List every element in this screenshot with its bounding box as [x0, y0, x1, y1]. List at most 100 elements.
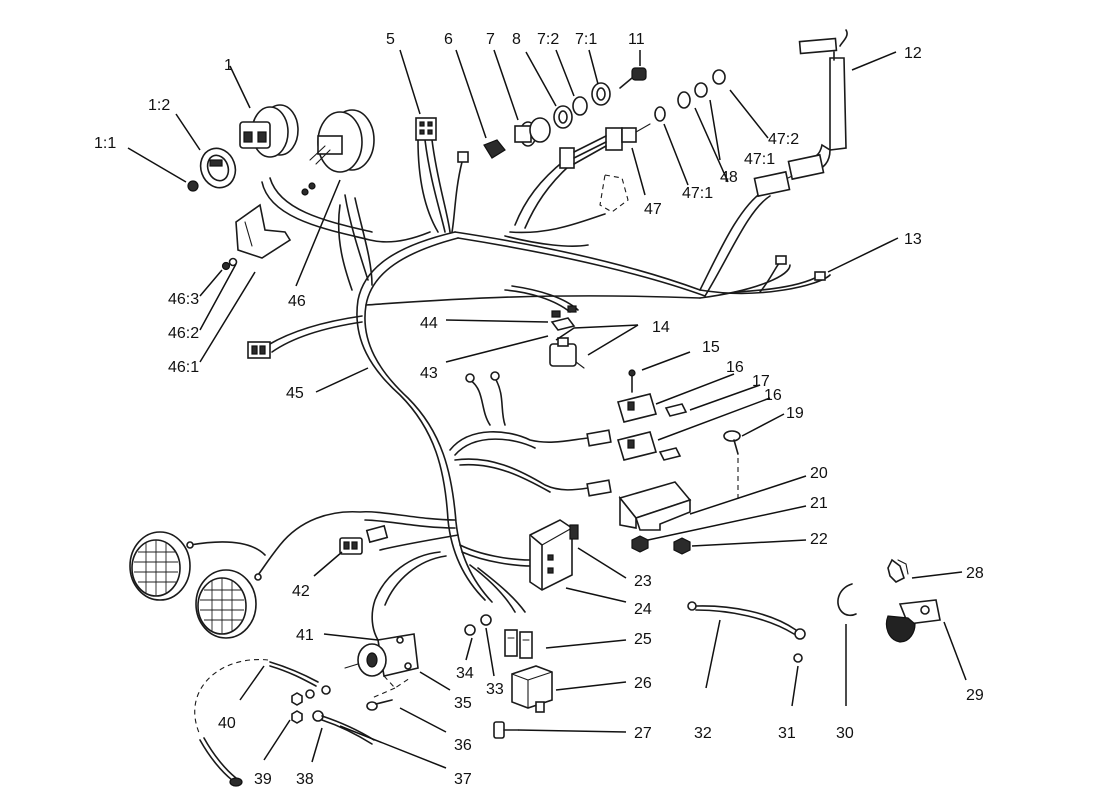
label-19: 19 — [786, 405, 804, 422]
cable-40 — [194, 658, 319, 787]
nut-1-1 — [187, 180, 199, 192]
switch-14 — [549, 337, 585, 369]
label-41: 41 — [296, 627, 314, 644]
label-38: 38 — [296, 771, 314, 788]
label-28: 28 — [966, 565, 984, 582]
microswitch-16-lower — [616, 431, 658, 461]
connector-45 — [247, 341, 271, 359]
washer-38a — [305, 689, 315, 699]
ring-terminal-branch — [465, 371, 506, 426]
relay-branches — [371, 544, 533, 641]
connector-5 — [415, 117, 437, 141]
switch-47 — [559, 123, 651, 213]
leader-lines — [127, 49, 967, 769]
label-22: 22 — [810, 531, 828, 548]
washer-34 — [464, 624, 476, 636]
screw-36 — [366, 699, 393, 711]
washer-46-2 — [228, 257, 238, 267]
label-14: 14 — [652, 319, 670, 336]
label-33: 33 — [486, 681, 504, 698]
label-44: 44 — [420, 315, 438, 332]
label-7: 7 — [486, 31, 495, 48]
label-16-b: 16 — [764, 387, 782, 404]
label-48: 48 — [720, 169, 738, 186]
label-46-1: 46:1 — [168, 359, 199, 376]
clamp-29 — [885, 599, 941, 643]
label-21: 21 — [810, 495, 828, 512]
label-46: 46 — [288, 293, 306, 310]
label-11: 11 — [628, 31, 645, 48]
microswitch-16-upper — [616, 393, 658, 423]
top-branches — [417, 139, 606, 247]
part-labels: 1:1 1:2 1 5 6 7 8 7:2 7:1 11 12 47:2 47:… — [94, 31, 984, 788]
label-5: 5 — [386, 31, 395, 48]
main-harness — [356, 189, 831, 603]
headlight-left — [129, 531, 194, 601]
label-32: 32 — [694, 725, 712, 742]
label-20: 20 — [810, 465, 828, 482]
terminal-44b — [567, 305, 577, 313]
label-7-1: 7:1 — [575, 31, 597, 48]
washer-31 — [793, 653, 803, 663]
label-46-2: 46:2 — [168, 325, 199, 342]
connector-42 — [339, 524, 389, 555]
terminal-44 — [551, 310, 561, 318]
label-47: 47 — [644, 201, 662, 218]
bracket-46-1 — [235, 203, 292, 259]
label-17: 17 — [752, 373, 770, 390]
connector-6 — [483, 139, 506, 159]
label-25: 25 — [634, 631, 652, 648]
label-8: 8 — [512, 31, 521, 48]
insulator-17 — [664, 403, 688, 417]
washer-48 — [677, 91, 691, 109]
clip-28 — [887, 558, 909, 583]
nut-22 — [673, 537, 691, 555]
label-42: 42 — [292, 583, 310, 600]
nut-39b — [291, 710, 303, 724]
plate-43 — [550, 317, 576, 331]
label-26: 26 — [634, 675, 652, 692]
label-27: 27 — [634, 725, 652, 742]
label-45: 45 — [286, 385, 304, 402]
nut-39a — [291, 692, 303, 706]
label-40: 40 — [218, 715, 236, 732]
label-47-1-b: 47:1 — [682, 185, 713, 202]
label-1: 1 — [224, 57, 233, 74]
screw-27 — [493, 721, 519, 739]
connector-13 — [814, 271, 826, 281]
nut-47-1 — [654, 106, 666, 122]
label-1-1: 1:1 — [94, 135, 116, 152]
light-branches — [189, 510, 459, 576]
label-1-2: 1:2 — [148, 97, 170, 114]
connector-13b — [775, 255, 787, 265]
ignition-switch-7 — [514, 117, 551, 147]
small-plug — [457, 151, 469, 163]
label-16-a: 16 — [726, 359, 744, 376]
connector-25 — [504, 629, 533, 659]
ring-7-1-inner — [596, 87, 606, 101]
fuse-block-23 — [529, 519, 579, 591]
label-47-2: 47:2 — [768, 131, 799, 148]
nut-46-3 — [221, 261, 231, 271]
washer-33 — [480, 614, 492, 626]
label-13: 13 — [904, 231, 922, 248]
connector-switch-b — [586, 479, 612, 497]
screw-15 — [628, 369, 636, 393]
label-31: 31 — [778, 725, 796, 742]
label-29: 29 — [966, 687, 984, 704]
bezel-1-2 — [199, 147, 237, 189]
label-35: 35 — [454, 695, 472, 712]
gauge-branches — [261, 177, 431, 291]
label-37: 37 — [454, 771, 472, 788]
label-36: 36 — [454, 737, 472, 754]
label-34: 34 — [456, 665, 474, 682]
label-43: 43 — [420, 365, 438, 382]
connector-switch-a — [586, 429, 612, 447]
nut-47-2 — [712, 69, 726, 85]
headlight-right — [195, 569, 262, 639]
label-23: 23 — [634, 573, 652, 590]
nut-21 — [631, 535, 649, 553]
relay-26 — [511, 665, 553, 713]
label-46-3: 46:3 — [168, 291, 199, 308]
